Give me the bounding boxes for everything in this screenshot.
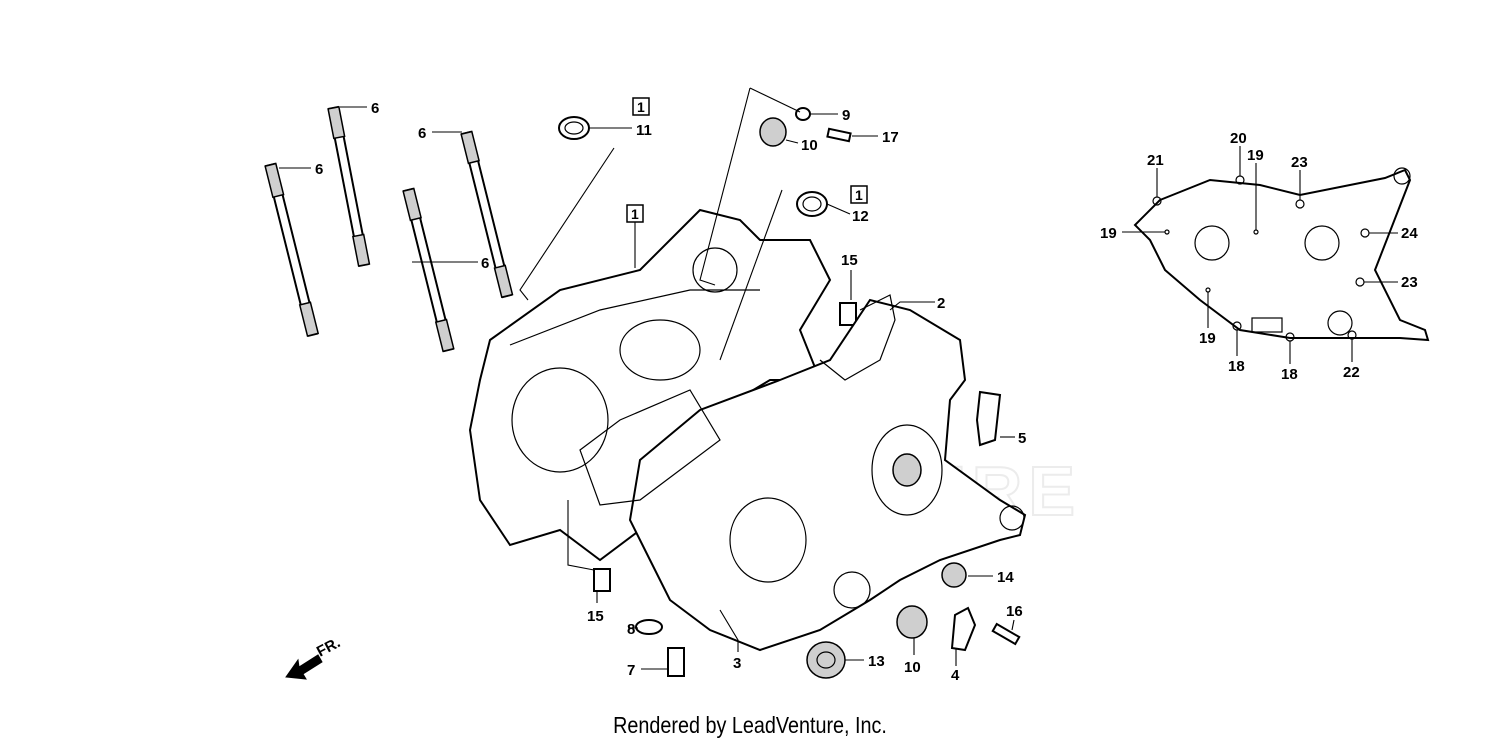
bearing-parts	[558, 107, 1021, 679]
leader-lines	[279, 87, 1015, 670]
boxed-marks: 1 1 1	[626, 97, 868, 223]
gasket-callout-label: 19	[1199, 330, 1216, 347]
right-crankcase-half	[628, 298, 1027, 652]
callout-label: 14	[997, 569, 1014, 586]
callout-label: 13	[868, 653, 885, 670]
callout-label: 6	[418, 125, 426, 142]
gasket-leader-lines	[1122, 146, 1398, 364]
gasket-callout-label: 18	[1281, 366, 1298, 383]
callout-label: 10	[904, 659, 921, 676]
front-arrow-icon	[285, 654, 323, 680]
callout-label: 12	[852, 208, 869, 225]
gasket-callout-label: 24	[1401, 225, 1418, 242]
callout-label: 9	[842, 107, 850, 124]
stud-bolts	[264, 105, 514, 353]
case-gasket	[579, 294, 896, 506]
callout-label: 7	[627, 662, 635, 679]
gasket-callout-label: 20	[1230, 130, 1247, 147]
cover-gasket-detail	[1133, 167, 1430, 342]
gasket-callouts: 21 20 19 23 19 24 23 19 18 18 22	[1100, 130, 1418, 383]
boxed-mark-label: 1	[637, 99, 645, 115]
callout-label: 2	[937, 295, 945, 312]
gasket-callout-label: 22	[1343, 364, 1360, 381]
callout-label: 6	[481, 255, 489, 272]
callout-label: 5	[1018, 430, 1026, 447]
boxed-mark-label: 1	[855, 187, 863, 203]
boxed-mark-label: 1	[631, 206, 639, 222]
gasket-callout-label: 21	[1147, 152, 1164, 169]
callout-label: 3	[733, 655, 741, 672]
callout-label: 17	[882, 129, 899, 146]
gasket-callout-label: 18	[1228, 358, 1245, 375]
callout-label: 10	[801, 137, 818, 154]
gasket-callout-label: 23	[1291, 154, 1308, 171]
callout-label: 6	[315, 161, 323, 178]
callout-label: 16	[1006, 603, 1023, 620]
callout-label: 15	[841, 252, 858, 269]
callout-label: 4	[951, 667, 960, 684]
gasket-callout-label: 23	[1401, 274, 1418, 291]
callout-label: 15	[587, 608, 604, 625]
callout-label: 8	[627, 621, 635, 638]
front-direction-indicator: FR.	[285, 634, 343, 680]
part-callouts: 6 6 6 6 11 12 9 10 17 15 2 5 14 16 10 4 …	[315, 100, 1026, 684]
gasket-callout-label: 19	[1247, 147, 1264, 164]
callout-label: 11	[636, 122, 652, 139]
callout-label: 6	[371, 100, 379, 117]
gasket-callout-label: 19	[1100, 225, 1117, 242]
credit-line: Rendered by LeadVenture, Inc.	[613, 712, 887, 738]
